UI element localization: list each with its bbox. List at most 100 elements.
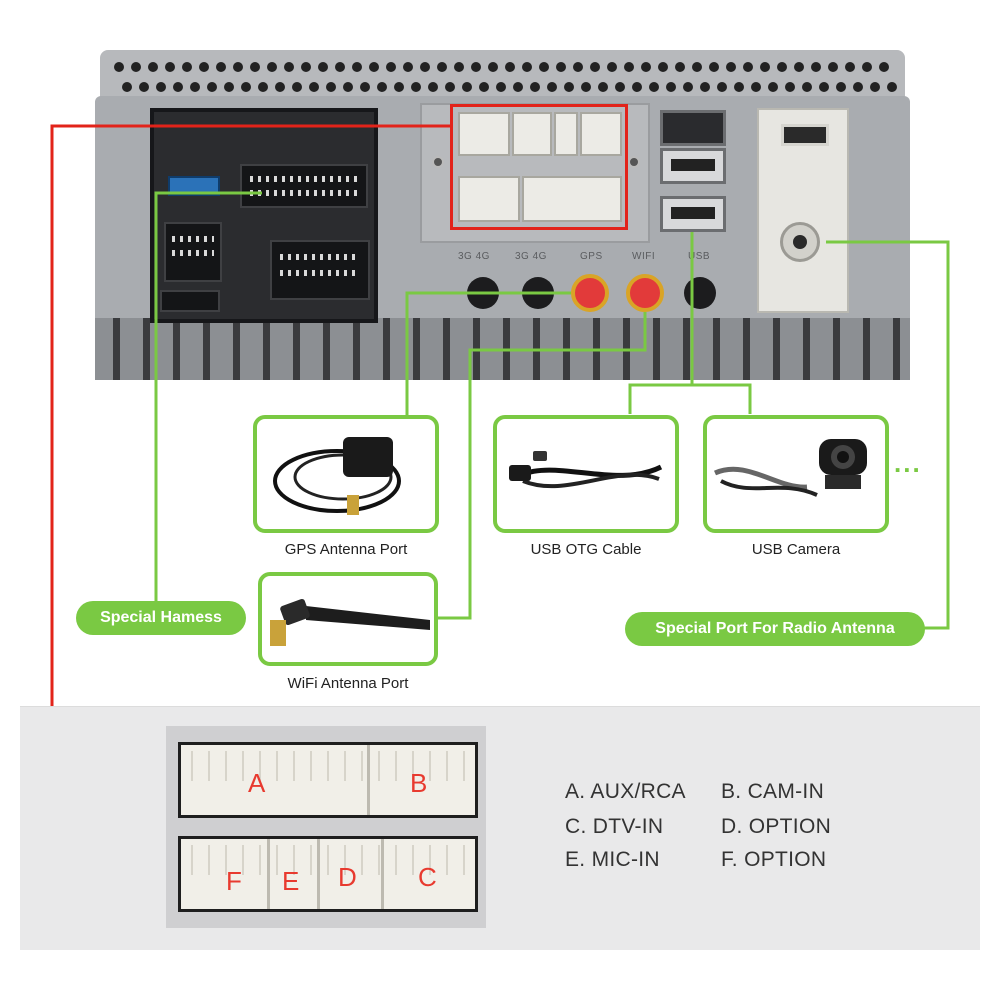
special-harness-line [154, 191, 262, 602]
heatsink-fin [833, 318, 840, 380]
vent-hole [513, 82, 523, 92]
vent-hole [675, 62, 685, 72]
jack-label-3g4g-2: 3G 4G [515, 251, 547, 262]
top-vent-strip [100, 50, 905, 102]
vent-hole [870, 82, 880, 92]
vent-hole [777, 62, 787, 72]
harness-connector-lower [270, 240, 370, 300]
heatsink-fin [203, 318, 210, 380]
usb-otg-box [493, 415, 679, 533]
vent-hole [173, 82, 183, 92]
vent-hole [734, 82, 744, 92]
vent-hole [165, 62, 175, 72]
vent-hole [182, 62, 192, 72]
radio-antenna-line [826, 240, 950, 630]
vent-hole [233, 62, 243, 72]
vent-hole [743, 62, 753, 72]
vent-hole [241, 82, 251, 92]
vent-hole [454, 62, 464, 72]
vent-hole [590, 62, 600, 72]
heatsink-fin [773, 318, 780, 380]
vent-hole [369, 62, 379, 72]
wifi-sma-connector [626, 274, 664, 312]
vent-hole [785, 82, 795, 92]
heatsink-fin [413, 318, 420, 380]
vent-hole [496, 82, 506, 92]
screw-icon [432, 156, 444, 168]
usb-port-top [660, 110, 726, 146]
white-connector-5 [458, 176, 520, 222]
usb-line [628, 232, 694, 414]
heatsink-fin [653, 318, 660, 380]
gps-sma-connector [571, 274, 609, 312]
wifi-line [438, 312, 647, 620]
vent-hole [139, 82, 149, 92]
legend-item-d: D. OPTION [721, 815, 832, 838]
wifi-caption: WiFi Antenna Port [287, 675, 409, 692]
usb-branch-line [692, 383, 752, 414]
heatsink-fin [683, 318, 690, 380]
vent-hole [411, 82, 421, 92]
jack-label-wifi: WIFI [632, 251, 656, 262]
vent-hole [199, 62, 209, 72]
vent-hole [462, 82, 472, 92]
heatsink-fin [893, 318, 900, 380]
white-connector-2 [512, 112, 552, 156]
vent-hole [828, 62, 838, 72]
vent-hole [700, 82, 710, 92]
vent-hole [556, 62, 566, 72]
vent-hole [343, 82, 353, 92]
connector-letter-b: B [410, 768, 428, 798]
wifi-antenna-box [258, 572, 438, 666]
vent-hole [428, 82, 438, 92]
vent-hole [267, 62, 277, 72]
vent-hole [632, 82, 642, 92]
connector-letter-d: D [338, 862, 357, 892]
connector-letter-c: C [418, 862, 437, 892]
radio-antenna-callout: Special Port For Radio Antenna [625, 612, 925, 646]
heatsink-fin [233, 318, 240, 380]
vent-hole [683, 82, 693, 92]
connector-letter-e: E [282, 866, 300, 896]
heatsink-fin [803, 318, 810, 380]
vent-hole [292, 82, 302, 92]
vent-hole [394, 82, 404, 92]
vent-hole [479, 82, 489, 92]
vent-hole [615, 82, 625, 92]
vent-hole [488, 62, 498, 72]
vent-hole [207, 82, 217, 92]
vent-hole [275, 82, 285, 92]
vent-hole [190, 82, 200, 92]
legend-item-a: A. AUX/RCA [565, 780, 686, 803]
vent-hole [794, 62, 804, 72]
connector-row-bottom [178, 836, 478, 912]
special-harness-highlight [450, 104, 628, 230]
vent-hole [539, 62, 549, 72]
vent-hole [760, 62, 770, 72]
vent-hole [437, 62, 447, 72]
heatsink-fin [113, 318, 120, 380]
harness-connector-small [164, 222, 222, 282]
heatsink-fin [263, 318, 270, 380]
vent-hole [624, 62, 634, 72]
legend-item-e: E. MIC-IN [565, 848, 660, 871]
vent-hole [148, 62, 158, 72]
special-harness-callout: Special Hamess [76, 601, 246, 635]
heatsink-fin [173, 318, 180, 380]
usb-camera-caption: USB Camera [751, 541, 841, 558]
wifi-antenna-image [270, 599, 430, 646]
vent-hole [122, 82, 132, 92]
vent-hole [445, 82, 455, 92]
vent-hole [564, 82, 574, 92]
vent-hole [250, 62, 260, 72]
vent-hole [607, 62, 617, 72]
white-connector-1 [458, 112, 510, 156]
heatsink-fin [383, 318, 390, 380]
vent-hole [258, 82, 268, 92]
vent-hole [598, 82, 608, 92]
vent-hole [836, 82, 846, 92]
blue-fuse [168, 176, 220, 196]
white-connector-3 [554, 112, 578, 156]
vent-hole [819, 82, 829, 92]
vent-hole [326, 82, 336, 92]
